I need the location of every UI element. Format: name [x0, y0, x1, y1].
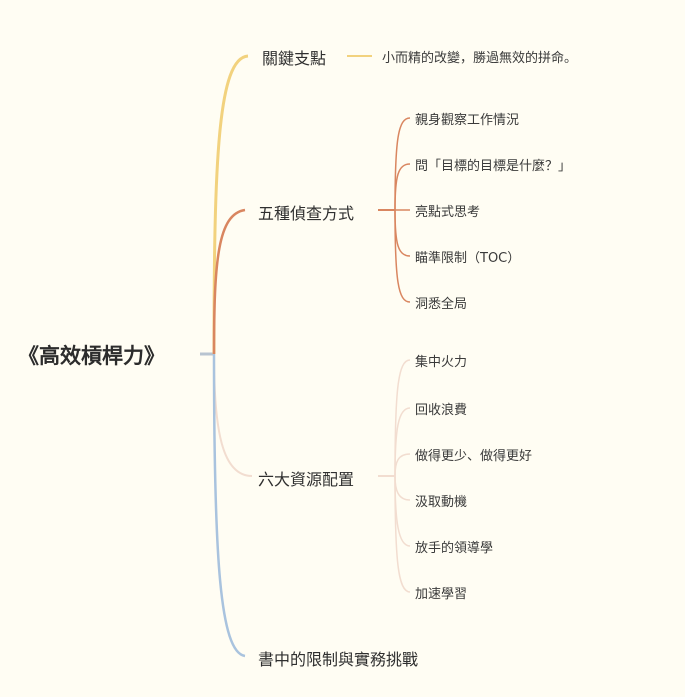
branch-topic-key-leverage[interactable]: 關鍵支點	[262, 49, 327, 68]
root-topic[interactable]: 《高效槓桿力》	[18, 344, 165, 368]
child-connector-2-5	[394, 209, 411, 303]
subtopic[interactable]: 做得更少、做得更好	[415, 449, 533, 464]
subtopic[interactable]: 洞悉全局	[415, 297, 468, 312]
subtopic[interactable]: 汲取動機	[415, 495, 468, 510]
branch-topic-limitations[interactable]: 書中的限制與實務挑戰	[258, 650, 419, 669]
branch-connector-3	[213, 353, 253, 477]
child-connector-3-4	[394, 475, 411, 501]
child-connector-3-2	[394, 407, 411, 477]
child-connector-3-6	[394, 475, 411, 593]
child-connector-3-5	[394, 475, 411, 547]
branch-connector-2	[212, 208, 246, 355]
subtopic[interactable]: 加速學習	[415, 587, 468, 602]
subtopic[interactable]: 小而精的改變，勝過無效的拼命。	[382, 51, 578, 66]
branch-connector-1	[212, 54, 249, 355]
subtopic[interactable]: 放手的領導學	[415, 541, 494, 556]
child-connector-2-2	[394, 163, 411, 211]
child-connector-3-1	[394, 359, 411, 477]
subtopic[interactable]: 瞄準限制（TOC）	[415, 251, 521, 266]
child-connector-2-4	[394, 209, 411, 257]
branch-topic-six-resources[interactable]: 六大資源配置	[258, 470, 355, 489]
child-connector-3-3	[394, 453, 411, 477]
subtopic[interactable]: 集中火力	[415, 355, 468, 370]
subtopic[interactable]: 親身觀察工作情況	[415, 113, 520, 128]
branch-topic-five-investigations[interactable]: 五種偵查方式	[258, 204, 355, 223]
subtopic[interactable]: 回收浪費	[415, 403, 468, 418]
subtopic[interactable]: 亮點式思考	[415, 205, 481, 220]
branch-connector-4	[212, 353, 246, 658]
subtopic[interactable]: 問「目標的目標是什麼？」	[415, 159, 572, 174]
